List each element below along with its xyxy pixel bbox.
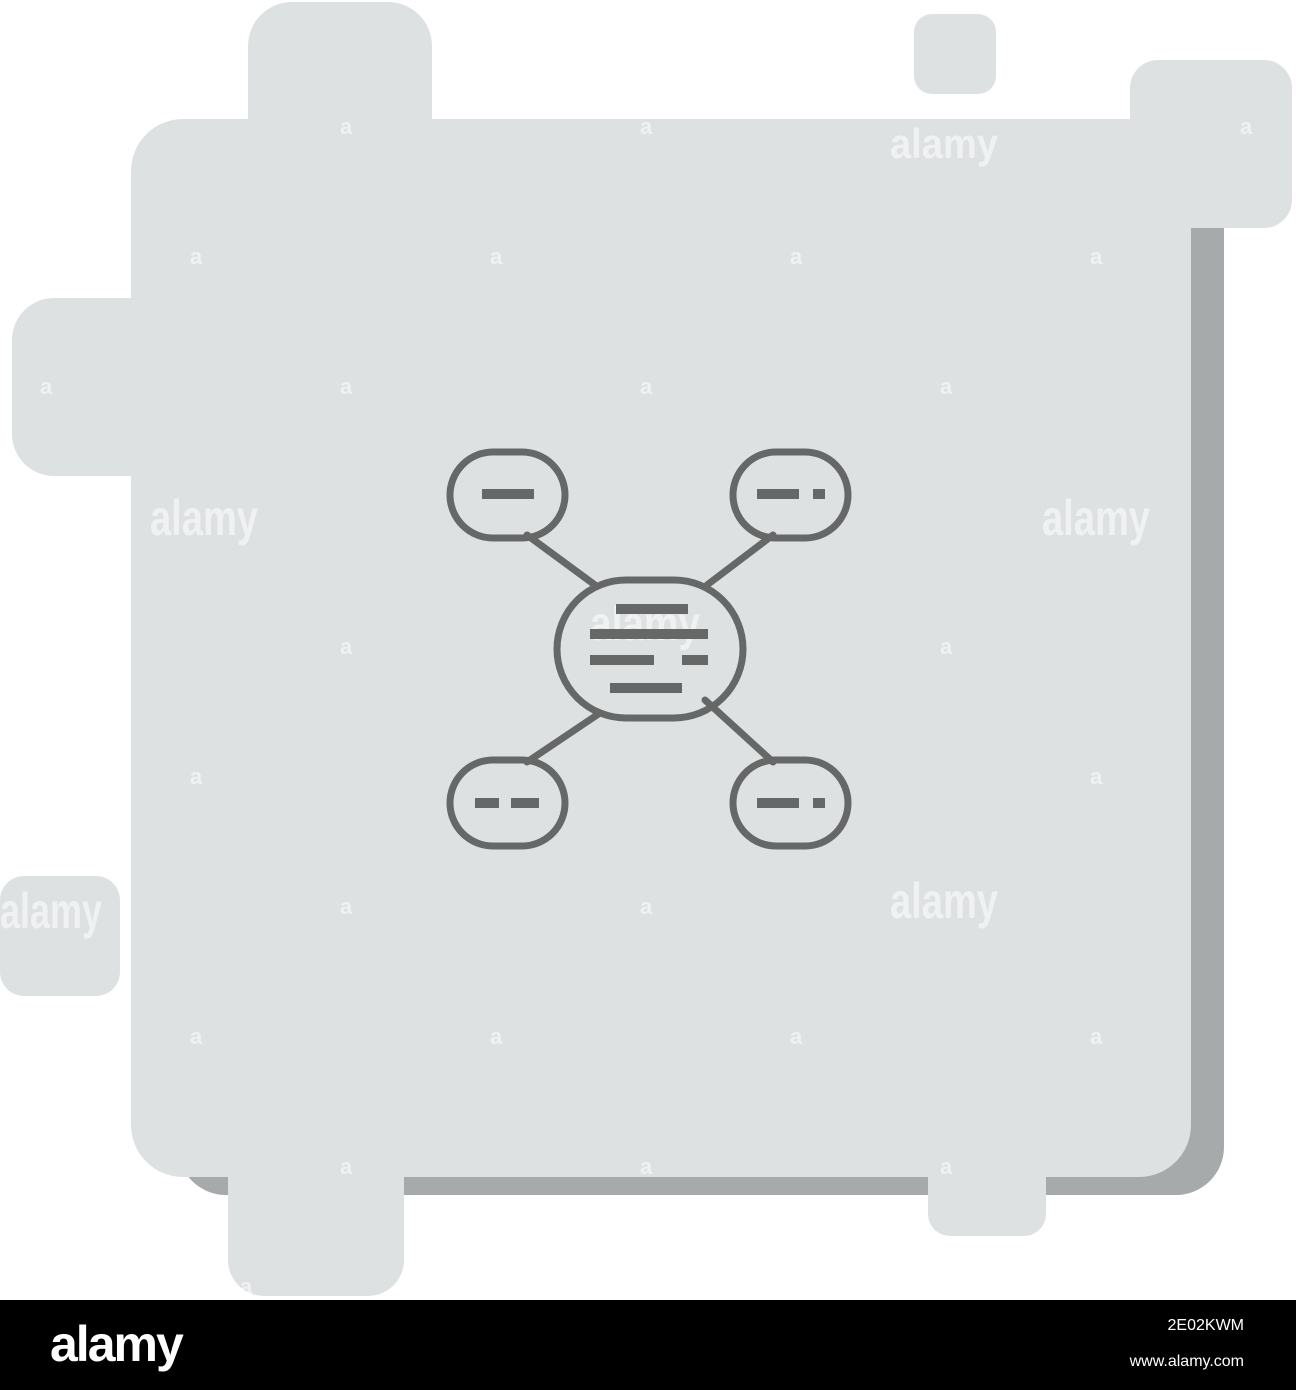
watermark-mark: a bbox=[340, 1154, 353, 1179]
central-node bbox=[553, 576, 747, 722]
watermark-text: alamy bbox=[1042, 490, 1150, 546]
connector-line bbox=[523, 531, 599, 589]
watermark-mark: a bbox=[640, 1154, 653, 1179]
watermark-mark: a bbox=[340, 374, 353, 399]
text-line bbox=[610, 683, 682, 693]
watermark-mark: a bbox=[940, 1154, 953, 1179]
watermark-mark: a bbox=[240, 1274, 253, 1299]
text-line bbox=[590, 655, 654, 665]
text-line bbox=[482, 489, 534, 499]
watermark-mark: a bbox=[340, 634, 353, 659]
mind-map-icon bbox=[446, 448, 852, 850]
main-panel bbox=[131, 119, 1191, 1177]
watermark-mark: a bbox=[190, 1024, 203, 1049]
watermark-mark: a bbox=[340, 114, 353, 139]
footer-url: www.alamy.com bbox=[1129, 1353, 1244, 1370]
watermark-mark: a bbox=[1090, 1024, 1103, 1049]
watermark-text: alamy bbox=[890, 873, 998, 929]
branch-node-bottom-left bbox=[446, 756, 569, 850]
watermark-mark: a bbox=[640, 374, 653, 399]
branch-node-top-right bbox=[729, 448, 852, 542]
text-line bbox=[475, 798, 499, 808]
text-line bbox=[813, 489, 825, 499]
watermark-mark: a bbox=[340, 894, 353, 919]
watermark-mark: a bbox=[1090, 764, 1103, 789]
watermark-mark: a bbox=[790, 1024, 803, 1049]
watermark-mark: a bbox=[640, 894, 653, 919]
watermark-mark: a bbox=[490, 1024, 503, 1049]
watermark-mark: a bbox=[940, 634, 953, 659]
watermark-mark: a bbox=[940, 374, 953, 399]
text-line bbox=[682, 655, 708, 665]
block-top-small bbox=[914, 14, 996, 94]
watermark-marks: a a a a a a a a a a a a a a a a a a a a … bbox=[40, 114, 1253, 1299]
block-left-small bbox=[0, 876, 120, 996]
illustration: alamy alamy alamy alamy alamy alamy a a … bbox=[0, 2, 1292, 1299]
watermark-mark: a bbox=[190, 764, 203, 789]
watermark-text: alamy bbox=[150, 490, 258, 546]
connector-line bbox=[523, 709, 604, 766]
watermark-mark: a bbox=[40, 374, 53, 399]
watermark-mark: a bbox=[790, 244, 803, 269]
image-id: 2E02KWM bbox=[1167, 1317, 1244, 1334]
text-line bbox=[813, 798, 825, 808]
watermark-text: alamy bbox=[0, 883, 102, 939]
watermark-pattern: alamy alamy alamy alamy alamy alamy a a … bbox=[0, 114, 1253, 1299]
watermark-text: alamy bbox=[890, 120, 999, 167]
text-line bbox=[616, 604, 688, 614]
text-line bbox=[590, 629, 708, 639]
watermark-mark: a bbox=[1240, 114, 1253, 139]
connector-line bbox=[701, 696, 777, 766]
watermark-mark: a bbox=[490, 244, 503, 269]
text-line bbox=[757, 489, 799, 499]
text-line bbox=[511, 798, 539, 808]
branch-node-top-left bbox=[446, 448, 569, 542]
watermark-mark: a bbox=[1090, 244, 1103, 269]
connector-line bbox=[703, 531, 777, 589]
footer-bar: alamy 2E02KWM www.alamy.com bbox=[0, 1300, 1296, 1390]
text-line bbox=[757, 798, 799, 808]
watermark-mark: a bbox=[640, 114, 653, 139]
branch-node-bottom-right bbox=[729, 756, 852, 850]
watermark-mark: a bbox=[190, 244, 203, 269]
node-text-lines bbox=[475, 489, 825, 808]
footer-logo: alamy bbox=[50, 1316, 184, 1372]
